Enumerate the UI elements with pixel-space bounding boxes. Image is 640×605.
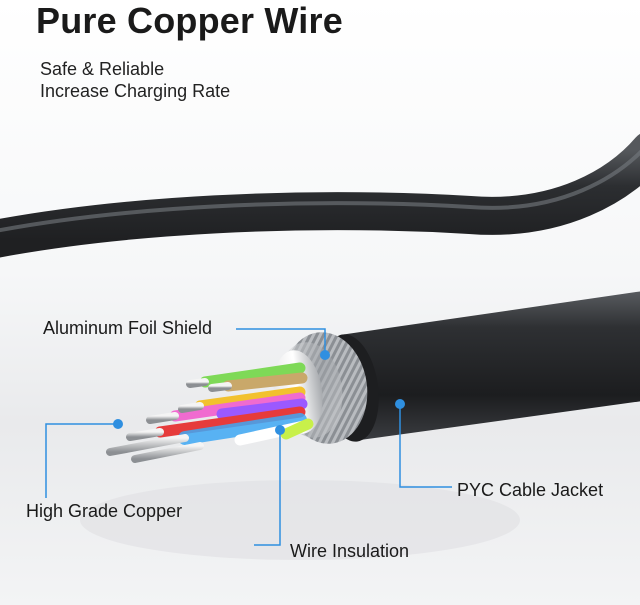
callout-line-copper (45, 423, 118, 498)
callout-line-jacket (399, 404, 452, 488)
cable-jacket (340, 291, 640, 440)
feature-charging-rate: Increase Charging Rate (40, 81, 231, 101)
copper-tips (106, 378, 232, 463)
label-wire-insulation: Wire Insulation (290, 541, 410, 561)
callout-line-foil (236, 328, 326, 355)
inner-wires (154, 362, 314, 446)
label-aluminum-foil-shield: Aluminum Foil Shield (43, 318, 213, 338)
cable-back-loop (0, 133, 640, 258)
label-high-grade-copper: High Grade Copper (26, 501, 183, 521)
callout-line-insulation (254, 430, 281, 546)
callout-dots (113, 350, 405, 435)
callout-dot-insulation (275, 425, 285, 435)
page-title: Pure Copper Wire (36, 0, 343, 41)
callout-dot-copper (113, 419, 123, 429)
feature-safe-reliable: Safe & Reliable (40, 59, 165, 79)
label-pyc-cable-jacket: PYC Cable Jacket (457, 480, 604, 500)
callout-lines (45, 328, 452, 546)
callout-dot-foil (320, 350, 330, 360)
callout-dot-jacket (395, 399, 405, 409)
